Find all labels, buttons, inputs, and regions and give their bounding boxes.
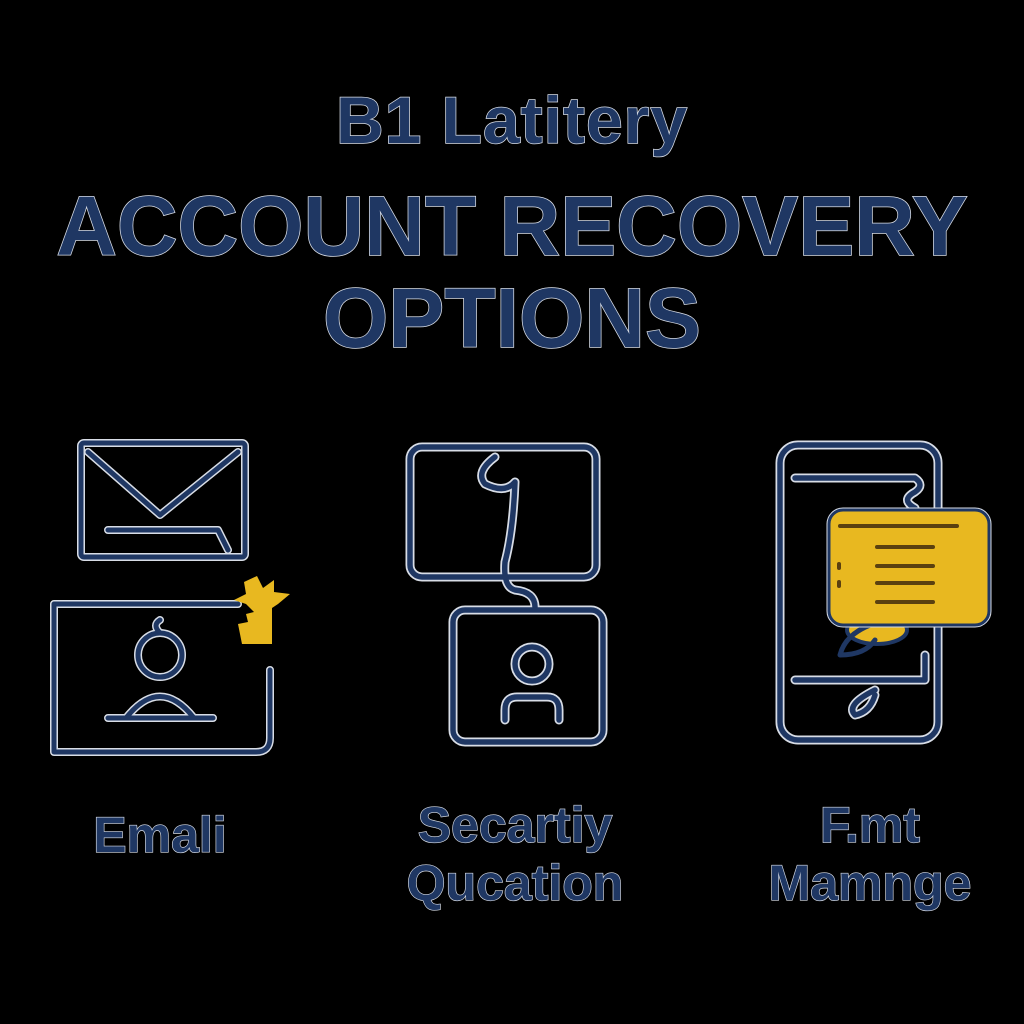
brand-title: B1 Latitery [335,82,689,158]
page-title-line1: ACCOUNT RECOVERY [55,178,968,274]
option-text-message-label: F.mt Mamnge [768,796,972,911]
phone-with-message-icon [775,440,992,745]
option-email-label: Emali [93,806,228,863]
page-title-line2: OPTIONS [322,270,702,366]
user-card-icon [50,600,274,756]
option-security-question-label: Secartiy Qucation [406,796,624,911]
envelope-icon [77,439,249,561]
question-and-user-card-icon [405,442,608,747]
star-badge-icon [234,576,290,644]
